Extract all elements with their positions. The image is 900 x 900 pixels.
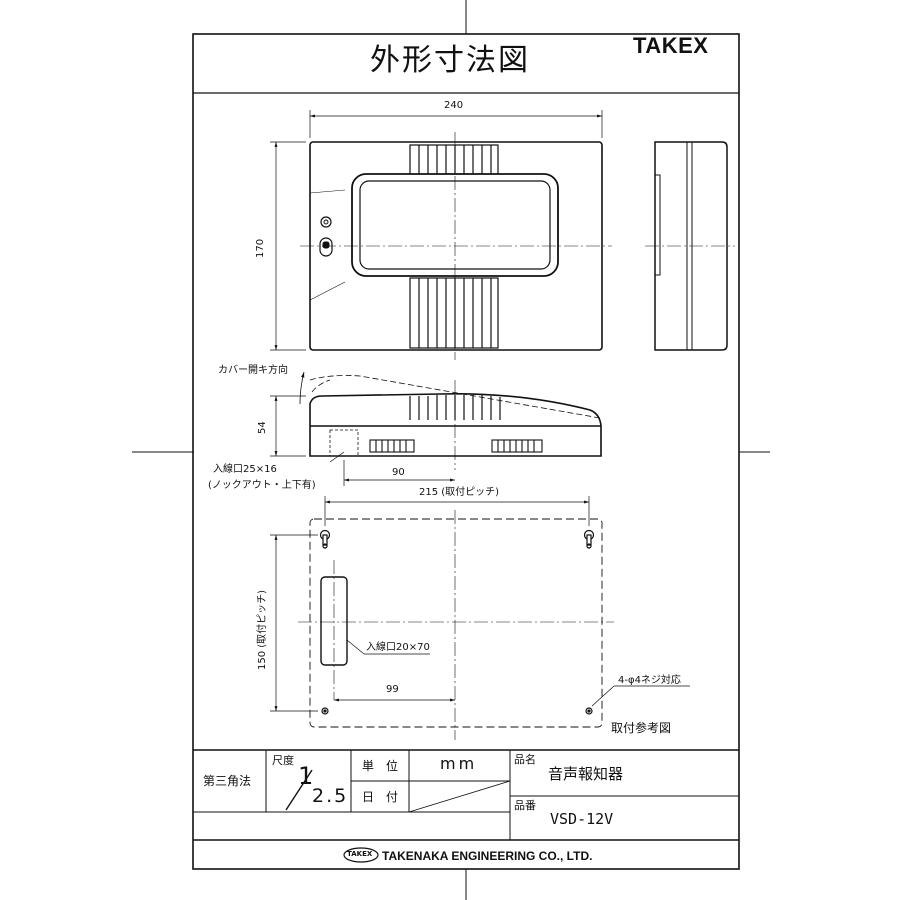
mount-inlet-offset-dim: 99 xyxy=(386,684,399,695)
side-height-dim: 54 xyxy=(257,421,268,434)
company-name: TAKENAKA ENGINEERING CO., LTD. xyxy=(382,849,593,863)
product-name-label: 品名 xyxy=(514,753,536,766)
front-grill-top xyxy=(409,144,499,176)
mount-dimensions xyxy=(270,496,690,712)
company-logo-text: TAKEX xyxy=(347,850,373,858)
unit-value: mm xyxy=(440,754,478,773)
product-no: VSD-12V xyxy=(550,810,614,828)
front-width-dim: 240 xyxy=(444,100,464,111)
front-dimensions xyxy=(270,110,603,351)
side-inlet-offset-dim: 90 xyxy=(392,467,405,478)
page-title: 外形寸法図 xyxy=(370,43,530,78)
brand-logo-text: TAKEX xyxy=(633,33,709,58)
side-inlet-label: 入線口25×16 xyxy=(213,464,277,475)
unit-label: 単 位 xyxy=(362,759,399,773)
cover-direction-label: カバー開キ方向 xyxy=(218,365,288,376)
mount-view xyxy=(298,510,614,740)
side-dimensions xyxy=(270,395,455,486)
mount-pitch-v-dim: 150 (取付ピッチ) xyxy=(257,589,268,670)
screw-label: 4-φ4ネジ対応 xyxy=(618,675,681,686)
front-height-dim: 170 xyxy=(255,238,266,258)
mount-pitch-h-dim: 215 (取付ピッチ) xyxy=(419,487,500,498)
front-view xyxy=(300,132,612,360)
side-inlet-note: (ノックアウト・上下有) xyxy=(208,480,316,491)
projection-label: 第三角法 xyxy=(203,774,252,788)
scale-label: 尺度 xyxy=(272,754,294,767)
product-name: 音声報知器 xyxy=(548,765,624,783)
scale-denominator: 2.5 xyxy=(312,785,349,807)
side-view xyxy=(299,371,602,470)
scale-numerator: 1 xyxy=(298,762,314,790)
sheet-border xyxy=(192,33,740,870)
right-side-view xyxy=(645,141,735,351)
date-label: 日 付 xyxy=(362,790,399,804)
registration-marks xyxy=(132,0,770,900)
title-block-lines xyxy=(193,749,739,863)
mount-inlet-label: 入線口20×70 xyxy=(366,642,430,653)
front-grill-bottom xyxy=(409,277,499,349)
mount-caption: 取付参考図 xyxy=(611,721,672,735)
product-no-label: 品番 xyxy=(514,799,536,812)
